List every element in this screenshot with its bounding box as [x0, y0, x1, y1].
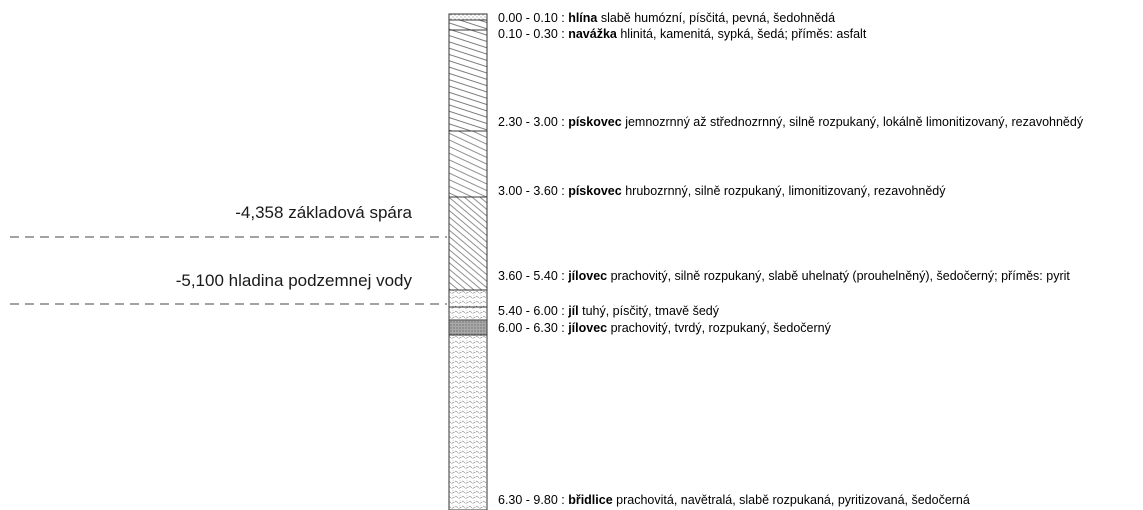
layer-label-5: 3.60 - 5.40 : jílovec prachovitý, silně …: [498, 269, 1070, 283]
layer-segment: [448, 289, 488, 308]
layer-segment: [448, 19, 488, 31]
layer-label-4: 3.00 - 3.60 : pískovec hrubozrnný, silně…: [498, 184, 946, 198]
foundation-level-label: -4,358 základová spára: [235, 203, 412, 222]
groundwater-level-label: -5,100 hladina podzemnej vody: [176, 271, 413, 290]
layer-label-2: 0.10 - 0.30 : navážka hlinitá, kamenitá,…: [498, 27, 867, 41]
layer-label-8: 6.30 - 9.80 : břidlice prachovitá, navět…: [498, 493, 970, 507]
borehole-column: [448, 13, 488, 510]
layer-label-7: 6.00 - 6.30 : jílovec prachovitý, tvrdý,…: [498, 321, 832, 335]
level-markers: [10, 236, 447, 305]
layer-segment: [448, 130, 488, 198]
layer-label-1: 0.00 - 0.10 : hlína slabě humózní, písči…: [498, 11, 835, 25]
layer-label-3: 2.30 - 3.00 : pískovec jemnozrnný až stř…: [498, 115, 1084, 129]
layer-segment: [448, 306, 488, 321]
layer-segment: [448, 196, 488, 291]
layer-segment: [448, 319, 488, 336]
layer-segment: [448, 13, 488, 21]
layer-segment: [448, 29, 488, 132]
layer-label-6: 5.40 - 6.00 : jíl tuhý, písčitý, tmavě š…: [498, 304, 720, 318]
layer-segment: [448, 334, 488, 510]
column-outline: [448, 13, 488, 510]
